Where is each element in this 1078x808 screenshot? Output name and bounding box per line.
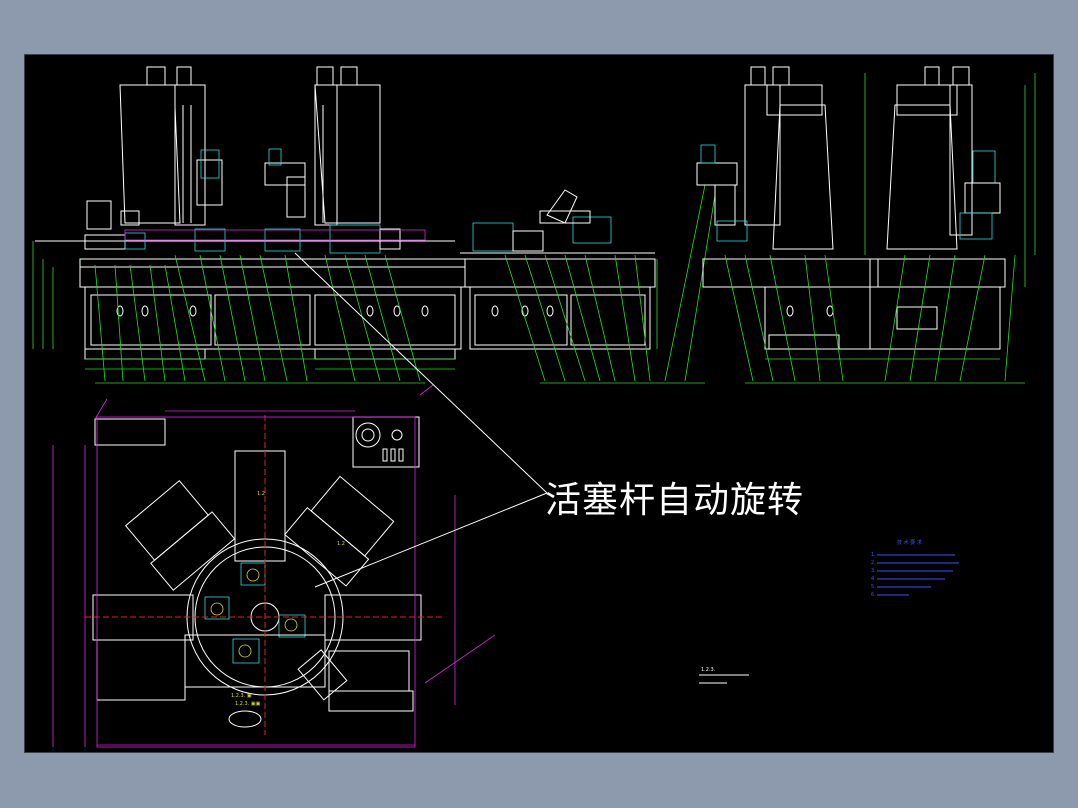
note-line: 4. bbox=[871, 576, 876, 582]
note-line: 5. bbox=[871, 584, 876, 590]
note-line: 3. bbox=[871, 568, 876, 574]
notes-title: 技 术 要 求 bbox=[897, 540, 922, 546]
cad-drawing-canvas[interactable]: 1.2.3. ▣ 1.2.3. ▣▣ 1.2 1.2 技 术 要 求 1. bbox=[24, 54, 1054, 753]
small-caption: 1.2.3. bbox=[701, 667, 716, 673]
svg-text:1.2.3. ▣▣: 1.2.3. ▣▣ bbox=[235, 701, 261, 707]
side-elevation-view bbox=[460, 184, 716, 384]
piston-rod-auto-rotate-annotation: 活塞杆自动旋转 bbox=[545, 480, 805, 521]
note-line: 1. bbox=[871, 552, 876, 558]
small-caption-block bbox=[699, 674, 749, 684]
svg-text:1.2.3. ▣: 1.2.3. ▣ bbox=[231, 693, 252, 699]
right-elevation-views bbox=[696, 66, 1036, 384]
notes-list: 1. 2. 3. 4. 5. 6. bbox=[871, 551, 876, 599]
annotation-leader-lines bbox=[294, 252, 548, 588]
note-line: 6. bbox=[871, 592, 876, 598]
drawing-svg: 1.2.3. ▣ 1.2.3. ▣▣ 1.2 1.2 bbox=[32, 66, 1036, 748]
plan-view: 1.2.3. ▣ 1.2.3. ▣▣ 1.2 1.2 bbox=[52, 384, 496, 748]
svg-text:1.2: 1.2 bbox=[257, 491, 265, 497]
notes-block bbox=[877, 554, 959, 596]
front-elevation-view bbox=[32, 66, 466, 384]
svg-text:1.2: 1.2 bbox=[337, 541, 345, 547]
note-line: 2. bbox=[871, 560, 876, 566]
